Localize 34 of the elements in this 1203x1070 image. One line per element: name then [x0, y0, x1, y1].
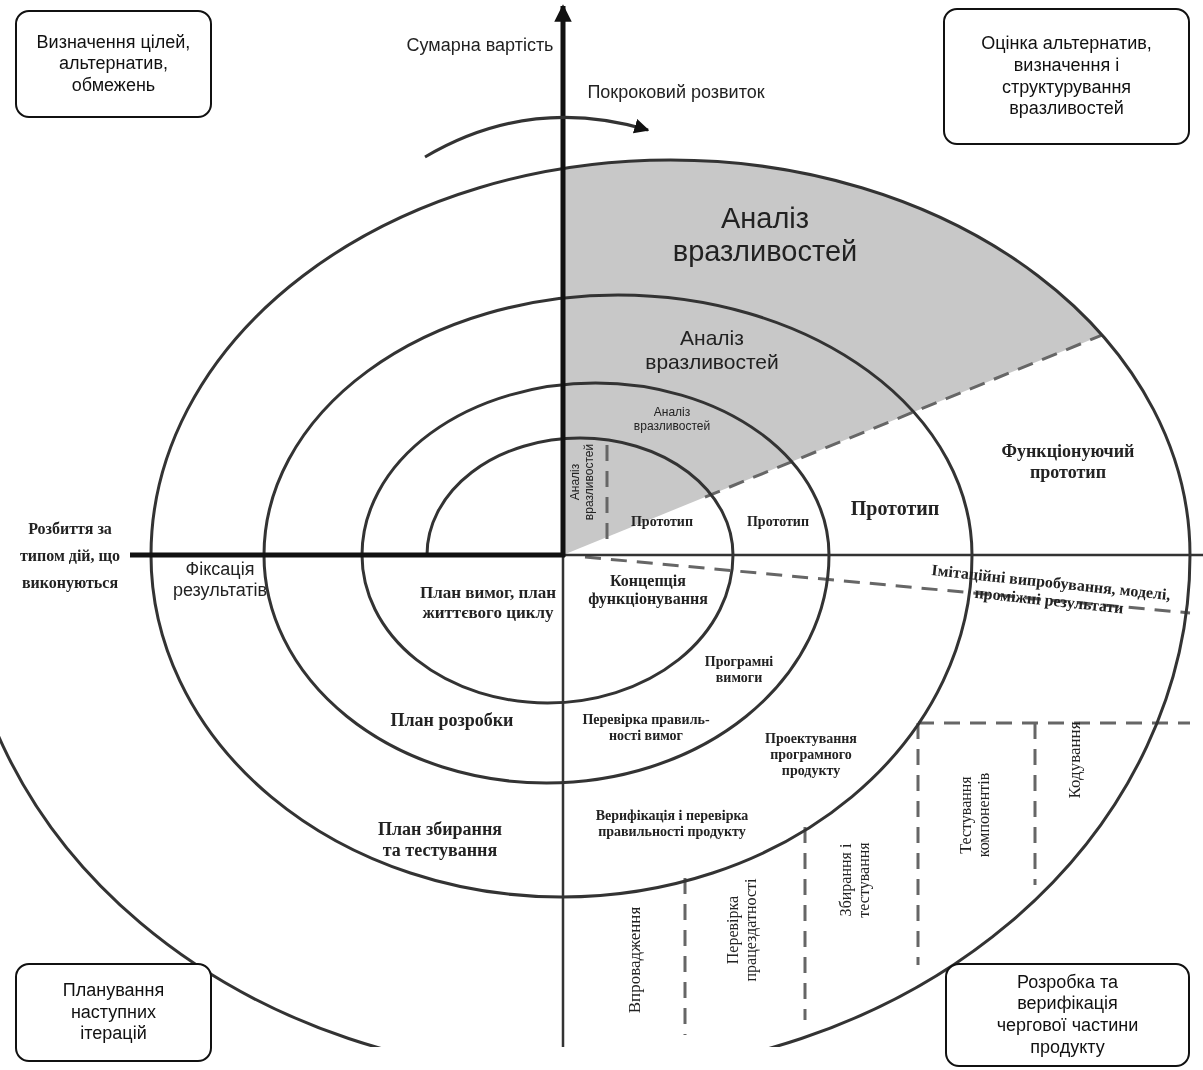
box-text: Визначення цілей, альтернатив, обмежень — [35, 31, 192, 97]
rounded-box — [945, 963, 1190, 1067]
rounded-box — [15, 10, 212, 118]
label: Концепція функціонування — [587, 571, 709, 609]
box-text: Планування наступних ітерацій — [61, 980, 166, 1045]
label: План розробки — [389, 709, 515, 731]
label: Програмні вимоги — [703, 653, 775, 687]
rotated-label: Впровадження — [625, 905, 645, 1016]
rotated-label: Імітаційні випробування, моделі, проміжні результати — [929, 560, 1173, 619]
box-text: Розробка та верифікація чергової частини продукту — [995, 971, 1140, 1059]
label: Покроковий розвиток — [586, 81, 766, 103]
rotated-label: Аналіз вразливостей — [569, 442, 597, 523]
label: Функціонуючий прототип — [1000, 441, 1136, 483]
box-text: Оцінка альтернатив, визначення і структурування вразливостей — [980, 33, 1153, 120]
label: Верифікація і перевірка правильності продукту — [594, 807, 750, 841]
label: Проектування програмного продукту — [764, 730, 858, 780]
rotated-label: Кодування — [1065, 720, 1085, 801]
label: План вимог, план життєвого циклу — [418, 583, 558, 623]
label: Аналіз вразливостей — [644, 325, 780, 375]
label: Аналіз вразливостей — [671, 201, 859, 269]
label: Прототип — [630, 513, 694, 531]
label: Перевірка правиль- ності вимог — [581, 711, 711, 745]
label: Розбиття за типом дій, що виконуються — [18, 518, 122, 594]
rounded-box — [943, 8, 1190, 145]
rotated-label: Збирання і тестування — [836, 841, 874, 920]
rounded-box — [15, 963, 212, 1062]
label: Сумарна вартість — [405, 34, 555, 56]
label: Фіксація результатів — [171, 559, 269, 601]
label: План збирання та тестування — [376, 819, 504, 861]
label: Прототип — [849, 496, 941, 520]
rotated-label: Перевірка працездатності — [723, 877, 761, 984]
rotated-label: Тестування компонентів — [956, 771, 993, 860]
label: Аналіз вразливостей — [632, 406, 712, 434]
label: Прототип — [746, 513, 810, 531]
